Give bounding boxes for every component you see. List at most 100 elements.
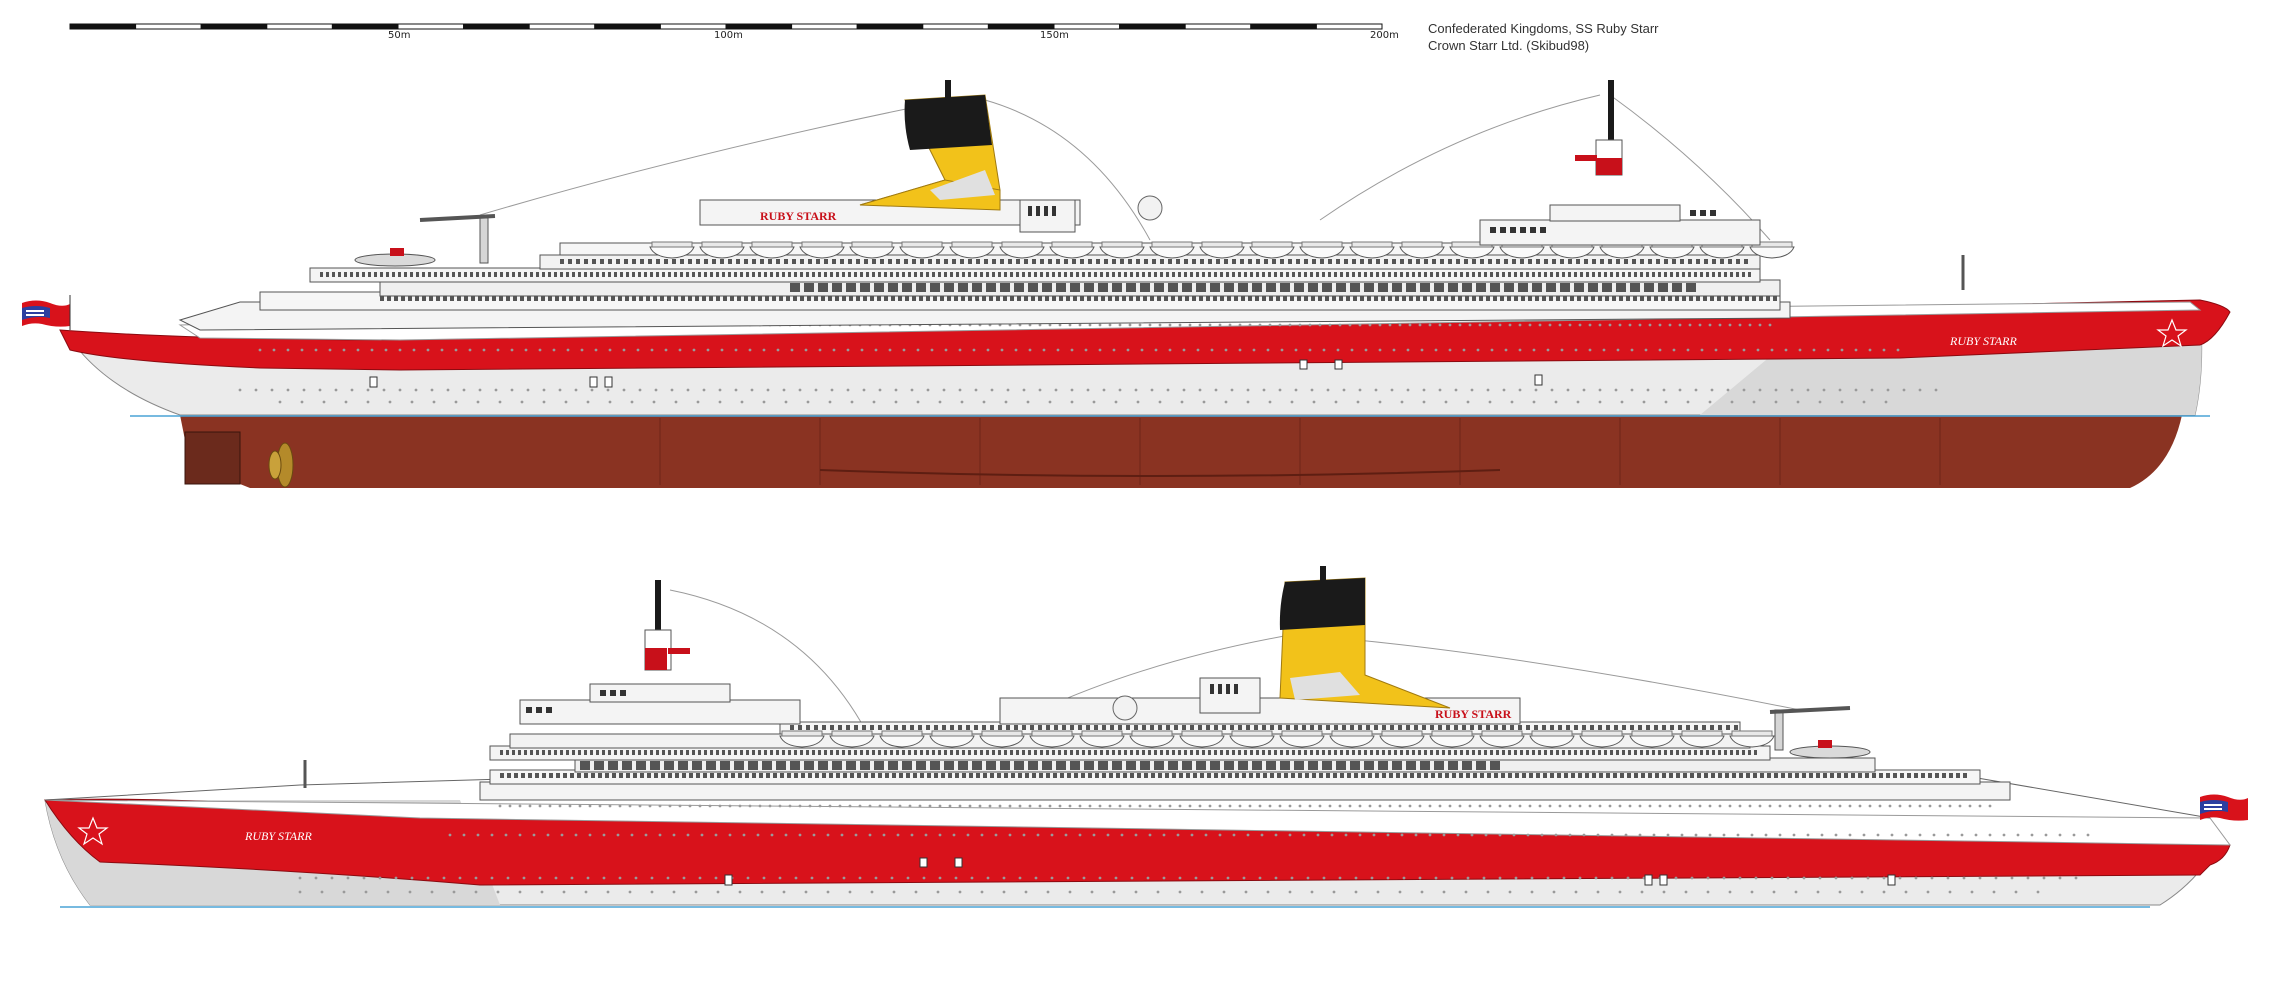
deck-window <box>446 272 449 277</box>
deck-window <box>1210 283 1220 292</box>
porthole <box>952 833 956 837</box>
deck-window <box>534 296 538 301</box>
deck-window <box>864 259 868 264</box>
deck-window <box>1196 272 1199 277</box>
deck-window <box>1432 259 1436 264</box>
funnel-sign-text: RUBY STARR <box>760 209 837 223</box>
deck-window <box>871 773 875 778</box>
porthole <box>448 833 452 837</box>
deck-window <box>1184 750 1187 755</box>
deck-window <box>1591 296 1595 301</box>
lifeboat <box>779 735 825 748</box>
lifeboat-canopy <box>1731 730 1773 737</box>
porthole <box>1688 323 1692 327</box>
deck-window <box>927 773 931 778</box>
deck-window <box>1136 272 1139 277</box>
lifeboat <box>1699 246 1745 259</box>
deck-window <box>1262 272 1265 277</box>
porthole <box>1196 348 1200 352</box>
porthole <box>1886 388 1890 392</box>
porthole <box>1728 323 1732 327</box>
deck-window <box>990 725 994 730</box>
deck-window <box>1599 773 1603 778</box>
deck-window <box>832 259 836 264</box>
deck-window <box>758 272 761 277</box>
porthole <box>658 833 662 837</box>
stern-flag <box>22 300 70 327</box>
porthole <box>1378 804 1382 808</box>
porthole <box>1226 876 1230 880</box>
deck-window <box>1662 725 1666 730</box>
porthole <box>1238 323 1242 327</box>
deck-window <box>1781 773 1785 778</box>
deck-window <box>1305 773 1309 778</box>
porthole <box>1482 876 1486 880</box>
deck-window <box>443 296 447 301</box>
deck-window <box>408 296 412 301</box>
porthole <box>1598 804 1602 808</box>
deck-window <box>1248 296 1252 301</box>
deck-window <box>1514 296 1518 301</box>
porthole <box>608 804 612 808</box>
lifeboat-canopy <box>1581 730 1623 737</box>
deck-window <box>1126 725 1130 730</box>
deck-window <box>1060 773 1064 778</box>
deck-window <box>860 761 870 770</box>
deck-window <box>1550 750 1553 755</box>
porthole <box>1838 804 1842 808</box>
deck-window <box>518 750 521 755</box>
deck-window <box>806 725 810 730</box>
deck-window <box>1802 773 1806 778</box>
deck-window <box>1264 259 1268 264</box>
deck-window <box>1056 283 1066 292</box>
porthole <box>818 804 822 808</box>
deck-window <box>1123 773 1127 778</box>
deck-window <box>1452 773 1456 778</box>
deck-window <box>555 296 559 301</box>
porthole <box>1624 833 1628 837</box>
deck-window <box>728 272 731 277</box>
deck-window <box>464 272 467 277</box>
porthole <box>818 348 822 352</box>
deck-window <box>1278 725 1282 730</box>
deck-window <box>1311 296 1315 301</box>
deck-window <box>1220 750 1223 755</box>
deck-window <box>1052 296 1056 301</box>
deck-window <box>1182 283 1192 292</box>
deck-window <box>562 296 566 301</box>
deck-window <box>792 259 796 264</box>
porthole <box>1598 400 1602 404</box>
deck-window <box>846 283 856 292</box>
porthole <box>1112 348 1116 352</box>
porthole <box>750 388 754 392</box>
deck-window <box>1298 272 1301 277</box>
deck-window <box>1072 259 1076 264</box>
porthole <box>1554 400 1558 404</box>
deck-window <box>794 272 797 277</box>
deck-window <box>1550 272 1553 277</box>
deck-window <box>1508 272 1511 277</box>
deck-window <box>1266 761 1276 770</box>
porthole <box>1248 323 1252 327</box>
deck-window <box>862 725 866 730</box>
porthole <box>1232 833 1236 837</box>
porthole <box>1046 890 1050 894</box>
porthole <box>1558 323 1562 327</box>
porthole <box>1770 876 1774 880</box>
deck-window <box>1532 283 1542 292</box>
porthole <box>840 833 844 837</box>
porthole <box>1386 833 1390 837</box>
deck-window <box>1308 283 1318 292</box>
porthole <box>320 890 324 894</box>
porthole <box>1644 348 1648 352</box>
deck-window <box>1039 773 1043 778</box>
scale-segment <box>397 23 465 30</box>
deck-window <box>1082 750 1085 755</box>
deck-window <box>902 272 905 277</box>
deck-window <box>734 761 744 770</box>
deck-window <box>1160 272 1163 277</box>
deck-window <box>794 773 798 778</box>
deck-window <box>1332 296 1336 301</box>
lifeboat <box>979 735 1025 748</box>
deck-window <box>1549 296 1553 301</box>
